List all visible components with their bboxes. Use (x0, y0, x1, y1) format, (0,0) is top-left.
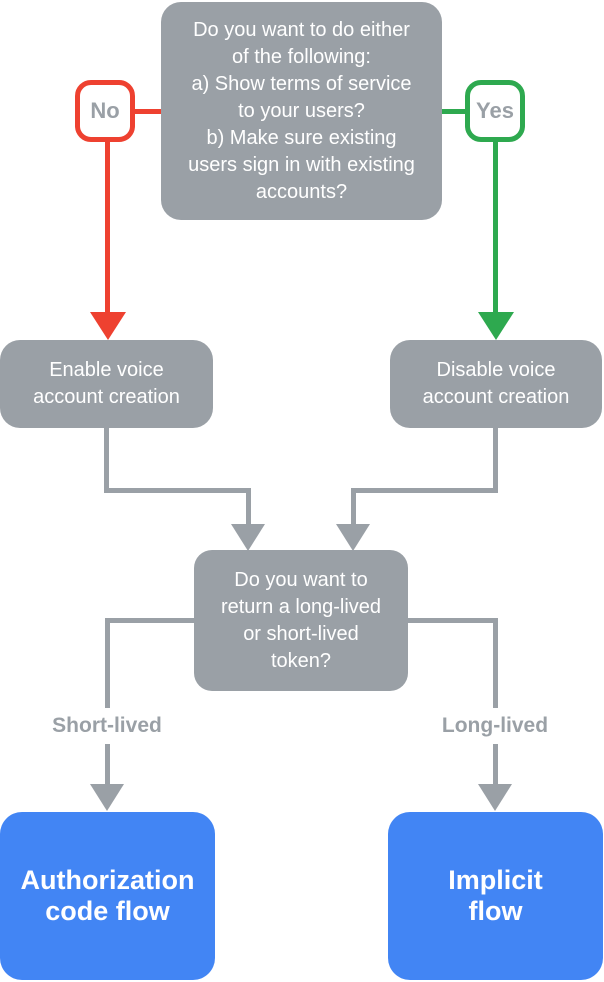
connector-enable-drop (246, 488, 251, 525)
no-badge: No (75, 80, 135, 142)
connector-yes-horizontal (442, 109, 468, 114)
yes-badge: Yes (465, 80, 525, 142)
connector-long-vertical (493, 618, 498, 786)
action-node-disable-voice-account-creation: Disable voice account creation (390, 340, 602, 428)
connector-no-vertical (105, 140, 110, 314)
branch-label-short-lived: Short-lived (22, 708, 192, 744)
arrowhead-disable-icon (336, 524, 370, 551)
question-node-terms: Do you want to do either of the followin… (161, 2, 442, 220)
connector-disable-drop (351, 488, 356, 525)
connector-yes-vertical (493, 140, 498, 314)
connector-no-horizontal (135, 109, 161, 114)
branch-label-long-lived: Long-lived (410, 708, 580, 744)
connector-enable-horizontal (104, 488, 251, 493)
arrowhead-enable-icon (231, 524, 265, 551)
question-node-token-lifetime: Do you want to return a long-lived or sh… (194, 550, 408, 691)
action-node-enable-voice-account-creation: Enable voice account creation (0, 340, 213, 428)
connector-long-horizontal (408, 618, 498, 623)
arrowhead-yes-icon (478, 312, 514, 340)
connector-short-horizontal (105, 618, 194, 623)
arrowhead-short-icon (90, 784, 124, 811)
terminal-node-authorization-code-flow: Authorization code flow (0, 812, 215, 980)
connector-short-vertical (105, 618, 110, 786)
arrowhead-no-icon (90, 312, 126, 340)
terminal-node-implicit-flow: Implicit flow (388, 812, 603, 980)
connector-disable-down (493, 428, 498, 492)
arrowhead-long-icon (478, 784, 512, 811)
connector-enable-down (104, 428, 109, 492)
connector-disable-horizontal (351, 488, 498, 493)
